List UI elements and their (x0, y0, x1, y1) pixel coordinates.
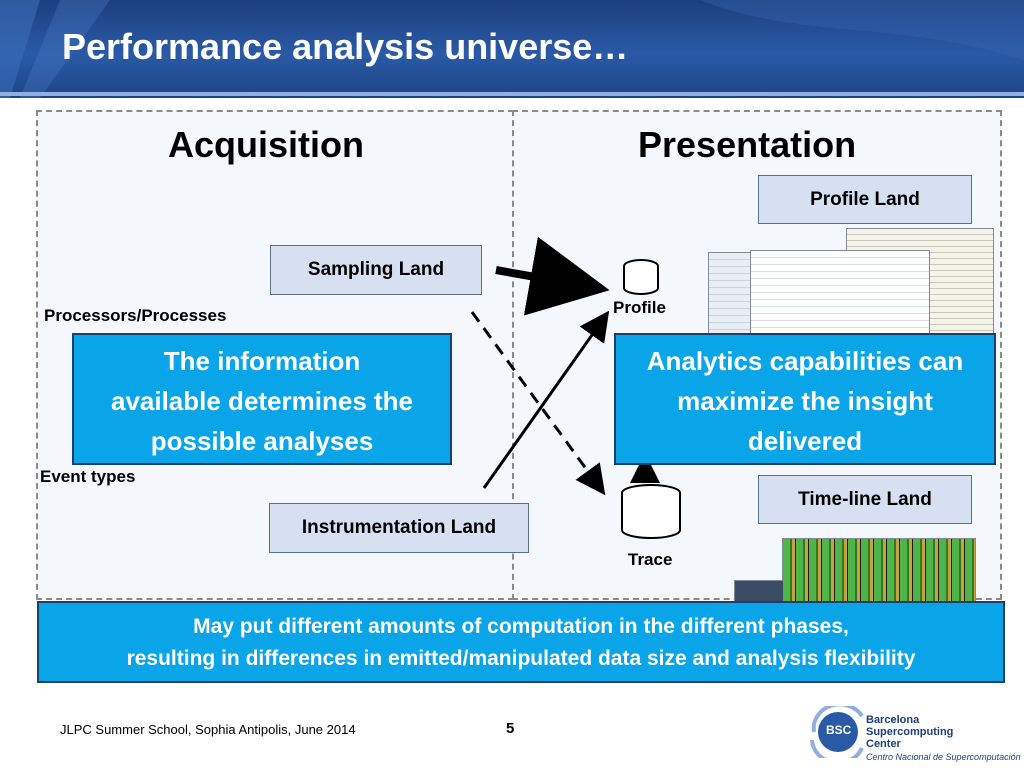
org-line: Center (866, 738, 901, 750)
presentation-callout-line: maximize the insight (677, 386, 933, 416)
banner-line: resulting in differences in emitted/mani… (126, 647, 916, 670)
profile-label: Profile (613, 298, 666, 317)
acquisition-callout: The information available determines the… (72, 333, 452, 465)
bsc-org-name: Barcelona Supercomputing Center (866, 714, 953, 750)
header-rule (0, 92, 1024, 96)
bsc-org-subtitle: Centro Nacional de Supercomputación (866, 752, 1021, 762)
bsc-logo-icon: BSC (806, 702, 866, 765)
profile-database-icon (623, 259, 659, 295)
bsc-logo-text: BSC (826, 723, 852, 737)
conclusion-banner: May put different amounts of computation… (37, 601, 1005, 683)
acquisition-callout-line: The information (163, 346, 361, 376)
sampling-land-box: Sampling Land (270, 245, 482, 295)
profile-land-box: Profile Land (758, 175, 972, 224)
slide-header: Performance analysis universe… (0, 0, 1024, 98)
sampling-to-profile-arrow (495, 236, 610, 316)
timeline-land-box: Time-line Land (758, 475, 972, 524)
acquisition-callout-line: available determines the (110, 386, 414, 416)
instrumentation-to-profile-arrow (482, 310, 610, 489)
presentation-heading: Presentation (638, 124, 857, 165)
sampling-to-trace-arrow (470, 311, 606, 496)
banner-line: May put different amounts of computation… (193, 615, 849, 638)
event-types-label: Event types (40, 467, 136, 486)
acquisition-callout-line: possible analyses (150, 426, 374, 456)
presentation-callout: Analytics capabilities can maximize the … (614, 333, 996, 465)
processors-label: Processors/Processes (44, 306, 227, 325)
trace-label: Trace (628, 550, 673, 569)
presentation-callout-line: Analytics capabilities can (646, 346, 964, 376)
org-line: Supercomputing (866, 726, 954, 738)
acquisition-heading: Acquisition (168, 124, 364, 165)
presentation-callout-line: delivered (747, 426, 863, 456)
trace-database-icon (621, 484, 681, 539)
tool-screenshot-timeline (782, 538, 976, 602)
footer-event-text: JLPC Summer School, Sophia Antipolis, Ju… (60, 722, 356, 737)
slide-title: Performance analysis universe… (62, 26, 629, 67)
tool-screenshot-profile-text (750, 250, 930, 346)
page-number: 5 (506, 720, 515, 737)
org-line: Barcelona (866, 714, 920, 726)
header-wave-decoration (0, 0, 1024, 98)
instrumentation-land-box: Instrumentation Land (269, 503, 529, 553)
